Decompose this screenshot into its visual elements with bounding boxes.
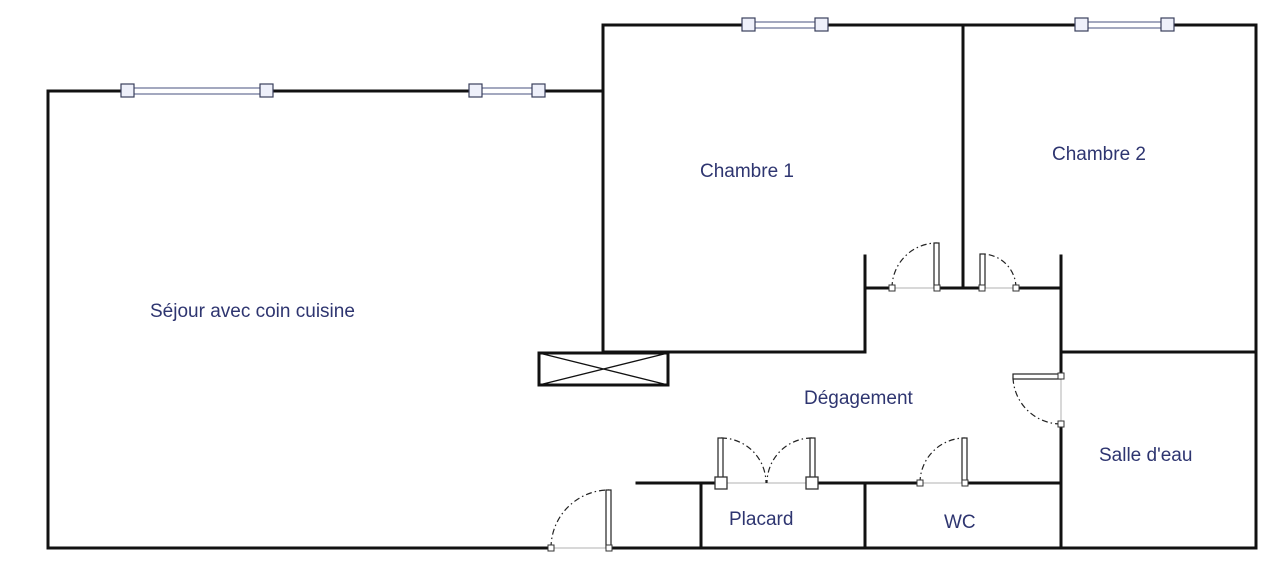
label-placard: Placard bbox=[729, 509, 793, 530]
window-sejour-2 bbox=[468, 83, 546, 98]
door-salle-eau bbox=[1012, 372, 1065, 428]
label-chambre2: Chambre 2 bbox=[1052, 144, 1146, 165]
windows bbox=[120, 17, 1175, 98]
door-entrance bbox=[547, 489, 613, 552]
door-chambre1 bbox=[888, 242, 941, 292]
door-wc bbox=[916, 437, 969, 487]
room-labels: Séjour avec coin cuisine Chambre 1 Chamb… bbox=[150, 144, 1192, 533]
walls bbox=[46, 23, 1258, 550]
label-salle-eau: Salle d'eau bbox=[1099, 445, 1192, 466]
window-chambre2 bbox=[1074, 17, 1175, 32]
label-sejour: Séjour avec coin cuisine bbox=[150, 301, 355, 322]
door-placard bbox=[714, 437, 819, 490]
door-chambre2 bbox=[978, 253, 1020, 292]
label-wc: WC bbox=[944, 512, 976, 533]
window-sejour-1 bbox=[120, 83, 274, 98]
window-chambre1 bbox=[741, 17, 829, 32]
label-chambre1: Chambre 1 bbox=[700, 161, 794, 182]
label-degagement: Dégagement bbox=[804, 388, 914, 409]
doors bbox=[547, 242, 1065, 552]
ventilation-duct bbox=[537, 351, 670, 387]
